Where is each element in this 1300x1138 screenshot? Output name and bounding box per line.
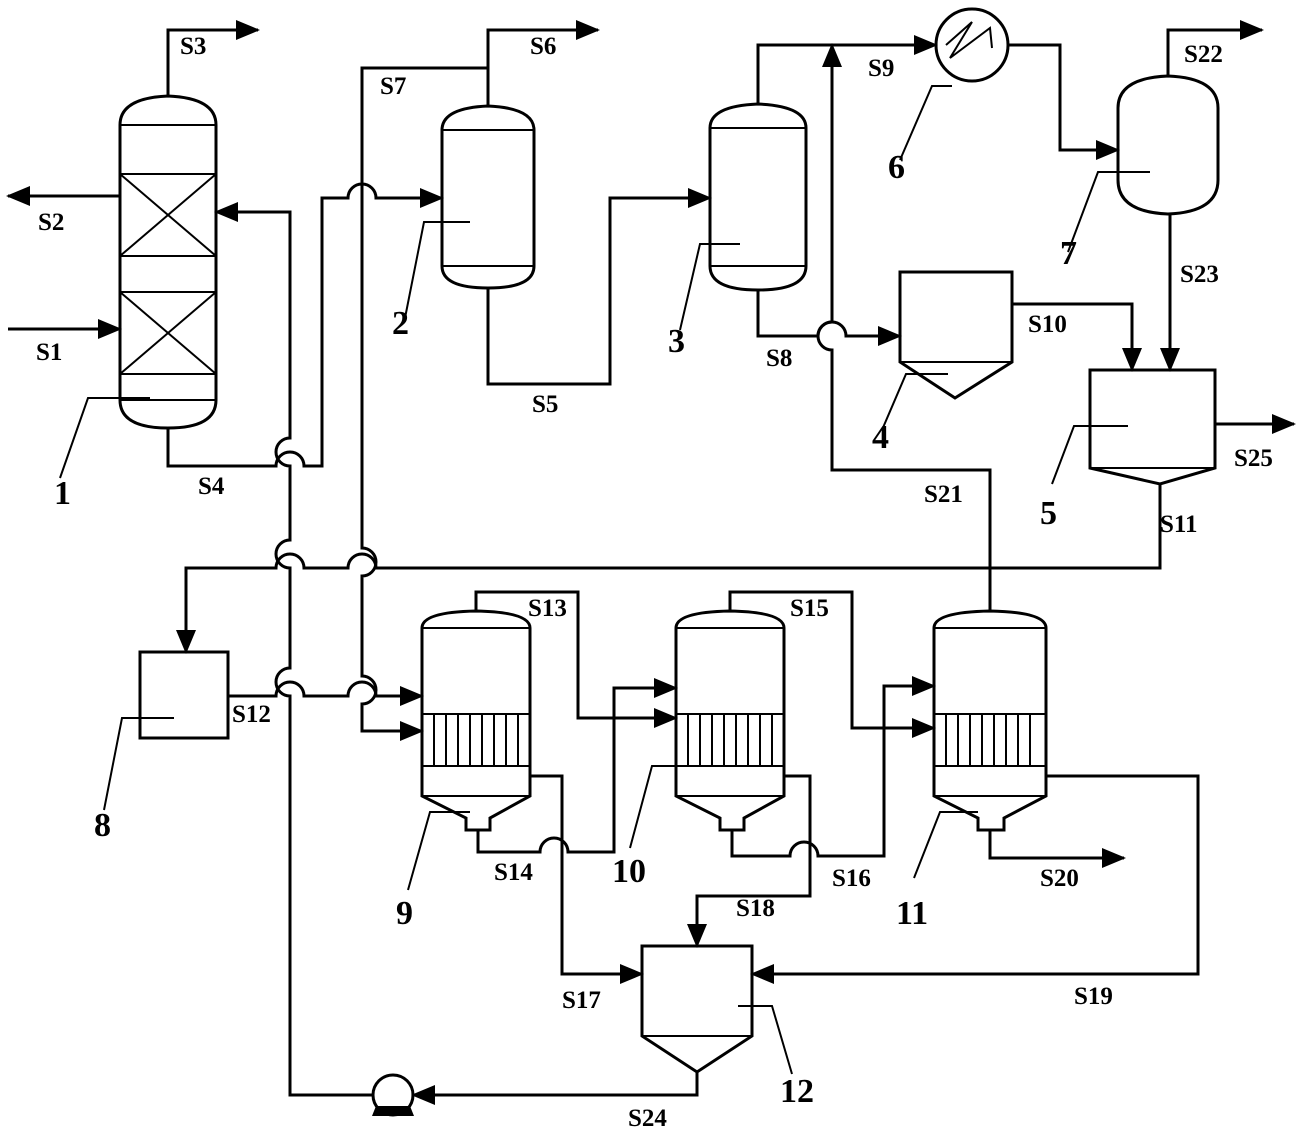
stream-s20: [988, 830, 1126, 868]
stream-s12: [228, 680, 424, 706]
leader-lines: [59, 85, 1150, 1075]
equipment-1-packed-column: [118, 94, 218, 430]
stream-s24: [214, 202, 699, 1105]
label-s11: S11: [1160, 511, 1198, 538]
stream-s19: [750, 774, 1200, 984]
label-equipment-9: 9: [396, 895, 413, 932]
equipment-4-settler: [898, 270, 1014, 400]
equipment-12-collection-tank: [640, 944, 754, 1074]
stream-s6: [486, 20, 600, 106]
stream-s11: [176, 484, 1162, 654]
equipment-11-filter: [932, 609, 1048, 832]
label-s5: S5: [532, 391, 558, 418]
label-s10: S10: [1028, 311, 1067, 338]
label-equipment-6: 6: [888, 149, 905, 186]
equipment-3-vessel: [708, 102, 808, 292]
label-s12: S12: [232, 701, 271, 728]
label-s16: S16: [832, 865, 871, 892]
stream-s10: [1012, 302, 1142, 372]
label-equipment-10: 10: [612, 853, 646, 890]
label-s21: S21: [924, 481, 963, 508]
label-equipment-3: 3: [668, 323, 685, 360]
equipment-9-filter: [420, 609, 532, 832]
label-s23: S23: [1180, 261, 1219, 288]
label-equipment-8: 8: [94, 807, 111, 844]
label-s22: S22: [1184, 41, 1223, 68]
stream-s22: [1166, 20, 1264, 76]
stream-s15: [728, 590, 936, 738]
label-equipment-4: 4: [872, 419, 889, 456]
equipment-6-heat-exchanger: [934, 7, 1010, 83]
label-equipment-12: 12: [780, 1073, 814, 1110]
equipment-10-filter: [674, 609, 786, 832]
stream-s16: [730, 676, 936, 858]
stream-s17: [530, 774, 644, 984]
equipment-7-vessel: [1116, 74, 1220, 216]
stream-s18: [687, 774, 812, 948]
label-s20: S20: [1040, 865, 1079, 892]
equipment-2-vessel: [440, 104, 536, 290]
label-s8: S8: [766, 345, 792, 372]
stream-s3: [166, 20, 260, 96]
label-equipment-2: 2: [392, 305, 409, 342]
label-s25: S25: [1234, 445, 1273, 472]
label-s13: S13: [528, 595, 567, 622]
label-equipment-5: 5: [1040, 495, 1057, 532]
label-s4: S4: [198, 473, 225, 500]
label-s2: S2: [38, 209, 64, 236]
label-s17: S17: [562, 987, 601, 1014]
label-s14: S14: [494, 859, 533, 886]
stream-s8: [756, 290, 902, 346]
stream-s13: [474, 590, 678, 728]
label-s18: S18: [736, 895, 775, 922]
label-s7: S7: [380, 73, 406, 100]
equipment-5-settler: [1088, 368, 1217, 486]
label-s15: S15: [790, 595, 829, 622]
label-equipment-1: 1: [54, 475, 71, 512]
label-equipment-11: 11: [896, 895, 928, 932]
label-s9: S9: [868, 55, 894, 82]
label-s24: S24: [628, 1105, 667, 1132]
stream-s5: [486, 188, 712, 386]
stream-s7: [360, 66, 488, 741]
label-s3: S3: [180, 33, 206, 60]
stream-s9: [756, 35, 938, 104]
stream-s14: [476, 678, 678, 854]
label-equipment-7: 7: [1060, 235, 1077, 272]
label-s6: S6: [530, 33, 556, 60]
stream-s4: [166, 182, 444, 468]
equipment-8-tank: [138, 650, 230, 740]
stream-hx-to-7: [1008, 43, 1120, 160]
stream-s21: [816, 43, 992, 611]
pump-icon: [371, 1073, 415, 1117]
label-s1: S1: [36, 339, 62, 366]
label-s19: S19: [1074, 983, 1113, 1010]
